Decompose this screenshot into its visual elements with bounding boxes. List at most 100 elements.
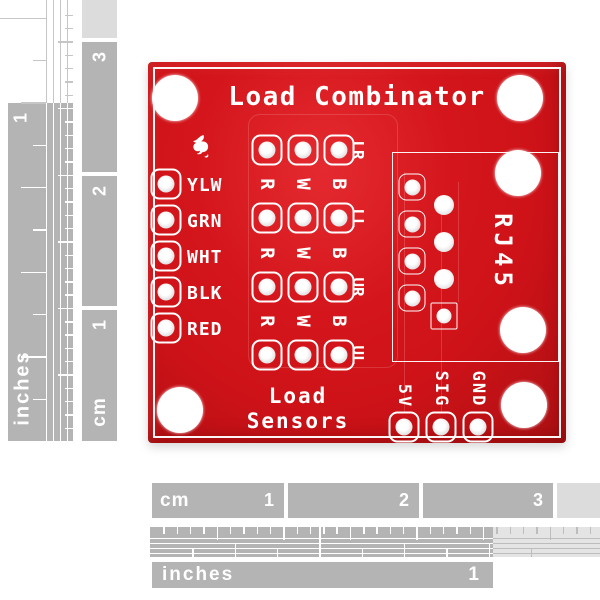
bottom-cm-ruler-number-1: 1 [263,490,274,510]
left-cm-ruler-segment-1 [82,310,117,441]
ruler-tick [493,552,600,554]
sparkfun-flame-icon [193,135,209,158]
ruler-tick [58,108,73,110]
left-inches-ruler-number: 1 [10,112,31,124]
wire-label-grn: GRN [187,211,223,232]
ruler-tick [65,28,73,30]
ruler-tick [21,356,46,358]
ruler-tick [65,121,73,123]
ruler-tick [216,527,218,540]
mounting-hole-top-left [152,75,198,121]
sensor-pad [323,271,355,303]
ruler-tick [65,227,73,230]
rj45-mount-hole-upper [495,150,541,196]
ruler-tick [192,549,194,557]
ruler-tick [65,427,73,430]
ruler-tick [446,549,448,557]
sensor-pad [287,271,319,303]
ruler-tick [65,294,73,296]
bottom-cm-ruler-segment-2: 2 [288,483,419,518]
ruler-tick [403,527,405,534]
ruler-tick [509,527,512,534]
ruler-tick [163,527,165,534]
ruler-tick [276,549,279,557]
ruler-tick [376,527,378,534]
ruler-tick [203,527,205,534]
ruler-tick [361,549,364,557]
ruler-tick [530,549,533,557]
sensor-pad [251,134,283,166]
ruler-tick [536,527,538,534]
output-label-sig: SIG [431,370,451,408]
ruler-tick [21,271,46,274]
ruler-tick [389,527,392,534]
wire-letter-b: B [328,178,350,190]
ruler-tick [150,542,493,544]
rj45-outline [392,152,559,362]
wire-pad-blk [150,276,182,308]
output-label-gnd: GND [468,370,488,408]
ruler-tick [65,281,73,283]
ruler-tick [496,527,498,534]
wire-label-ylw: YLW [187,175,223,196]
ruler-tick [33,60,46,62]
ruler-tick [319,527,322,557]
ruler-tick [0,17,46,20]
ruler-tick [65,254,73,256]
ruler-tick [33,398,46,401]
ruler-tick [21,187,46,189]
sensor-pad [323,134,355,166]
wire-letter-r: R [256,178,278,190]
ruler-tick [483,527,485,540]
sensor-row-label-lr: LR [348,140,368,160]
ruler-tick [65,267,73,270]
ruler-tick [46,0,48,103]
ruler-tick [58,374,73,376]
ruler-tick [46,103,48,441]
wire-pad-grn [150,204,182,236]
ruler-tick [416,527,418,540]
ruler-tick [65,68,73,70]
trace [458,182,459,302]
board-caption-line1: Load [268,384,328,408]
rj45-pad-pin1 [430,302,458,330]
rj45-pad [398,247,426,275]
bottom-cm-ruler-segment-3: 3 [423,483,553,518]
ruler-tick [58,241,73,243]
wire-label-wht: WHT [187,247,223,268]
sensor-pad [323,339,355,371]
ruler-tick [469,527,472,534]
wire-letter-r: R [256,247,278,259]
ruler-tick [65,81,73,83]
ruler-tick [65,134,73,137]
ruler-tick [65,161,73,163]
wire-label-blk: BLK [187,283,223,304]
ruler-tick [65,54,73,57]
mounting-hole-top-right [497,75,543,121]
ruler-tick [522,527,525,534]
ruler-tick [336,527,338,534]
wire-pad-red [150,312,182,344]
bottom-cm-ruler-number-2: 2 [398,490,409,510]
ruler-tick [443,527,445,534]
mounting-hole-bottom-left [157,387,203,433]
bottom-cm-ruler-number-3: 3 [532,490,543,510]
ruler-tick [296,527,298,534]
left-cm-ruler-segment-3 [82,42,117,172]
wire-letter-w: W [292,315,314,327]
ruler-tick [53,103,55,441]
ruler-tick [58,174,73,176]
sensor-pad [287,134,319,166]
left-cm-ruler-segment-top [82,0,117,38]
bottom-inches-ruler-number: 1 [468,564,479,585]
ruler-tick [65,414,73,416]
ruler-tick [65,94,73,97]
rj45-label: RJ45 [489,213,517,291]
ruler-tick [65,14,73,17]
sensor-row-label-ur: UR [348,277,368,297]
ruler-tick [33,144,46,147]
bottom-cm-ruler-segment-1: cm 1 [152,483,284,518]
ruler-tick [234,544,237,557]
ruler-tick [33,314,46,316]
